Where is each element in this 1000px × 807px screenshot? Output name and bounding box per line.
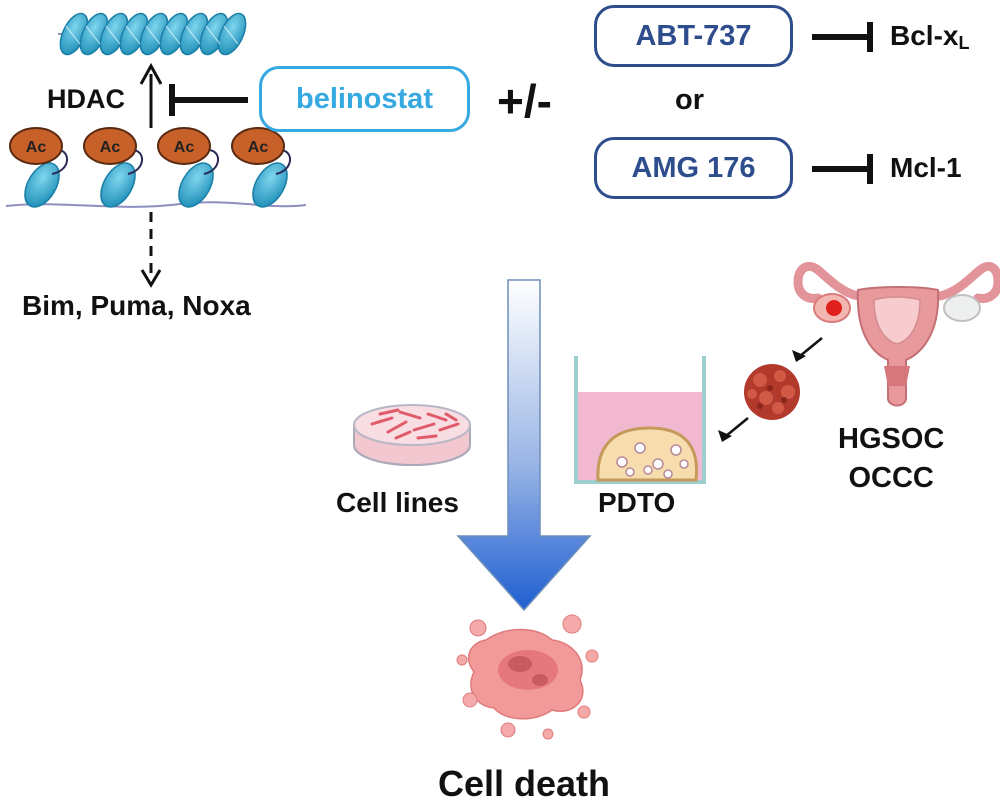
- treatment-flow-arrow: [456, 279, 592, 612]
- hgsoc-label: HGSOC: [838, 423, 945, 455]
- cell-death-label: Cell death: [438, 763, 611, 804]
- mcl1-label: Mcl-1: [890, 152, 962, 183]
- occc-label: OCCC: [848, 462, 934, 494]
- pdto-well-icon: [574, 356, 706, 484]
- hdac-up-arrow: [139, 62, 163, 128]
- ac-label: Ac: [100, 139, 121, 156]
- abt737-box: ABT-737: [594, 5, 793, 67]
- cell-lines-label: Cell lines: [336, 487, 459, 518]
- pdto-label: PDTO: [598, 487, 676, 518]
- bim-puma-noxa-label: Bim, Puma, Noxa: [22, 290, 251, 321]
- compact-chromatin-icon: [58, 12, 247, 56]
- belinostat-box: belinostat: [259, 66, 470, 132]
- hdac-label: HDAC: [47, 84, 125, 114]
- or-label: or: [675, 84, 704, 116]
- ac-label: Ac: [26, 139, 47, 156]
- belinostat-inhibit-bar: [169, 84, 248, 116]
- petri-dish-icon: [353, 404, 471, 466]
- bcl-x-text: Bcl-x: [890, 20, 959, 51]
- acetylated-chromatin-icon: Ac Ac Ac Ac: [5, 127, 307, 208]
- dead-cell-icon: [456, 614, 599, 740]
- uterus-icon: [793, 262, 1000, 407]
- dashed-down-arrow: [140, 212, 162, 288]
- bcl-xl-label: Bcl-xL: [890, 20, 970, 53]
- tumor-icon: [744, 364, 800, 420]
- abt-inhibit-bar: [812, 22, 873, 52]
- ac-label: Ac: [248, 139, 269, 156]
- sample-arrows: [718, 337, 823, 442]
- tumor-type-label: HGSOC OCCC: [838, 420, 944, 498]
- bcl-subscript: L: [958, 33, 970, 53]
- amg-inhibit-bar: [812, 154, 873, 184]
- plus-minus-label: +/-: [497, 75, 552, 127]
- ac-label: Ac: [174, 139, 195, 156]
- amg176-box: AMG 176: [594, 137, 793, 199]
